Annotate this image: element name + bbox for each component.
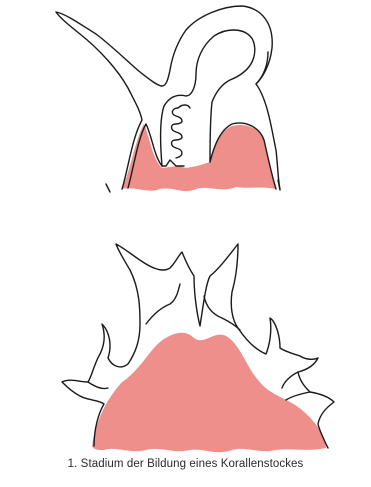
colony-figure [62, 244, 334, 452]
polyp-tick-left [106, 184, 110, 192]
polyp-basal-line [162, 160, 184, 166]
polyp-tentacle-right [256, 52, 268, 84]
polyp-skeleton-fill [122, 124, 276, 191]
colony-skeleton-fill [92, 333, 326, 453]
colony-bud-left [88, 382, 108, 389]
polyp-coil [172, 108, 183, 158]
colony-bud-right-lower [286, 392, 310, 400]
polyp-figure [56, 6, 280, 192]
colony-inner-edge-right [204, 296, 240, 330]
colony-bud-right [282, 372, 298, 388]
figure-caption: 1. Stadium der Bildung eines Korallensto… [0, 458, 371, 470]
polyp-coil-top [178, 105, 190, 108]
colony-inner-edge [146, 284, 180, 324]
polyp-tick-right [278, 180, 280, 190]
